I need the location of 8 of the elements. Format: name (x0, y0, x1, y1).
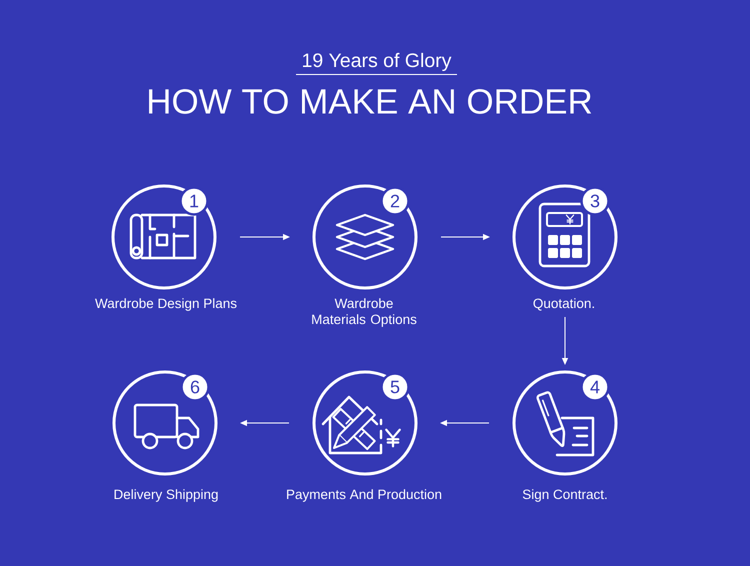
node-label: Quotation. (534, 298, 594, 311)
node-label: Wardrobe Design Plans (95, 298, 236, 311)
node-label: Sign Contract. (522, 489, 607, 502)
node-label: Payments And Production (287, 489, 442, 502)
subtitle: 19 Years of Glory (303, 52, 452, 72)
node-label: Wardrobe Materials Options (312, 298, 416, 327)
node-label: Delivery Shipping (114, 489, 218, 502)
title: HOW TO MAKE AN ORDER (149, 89, 592, 114)
